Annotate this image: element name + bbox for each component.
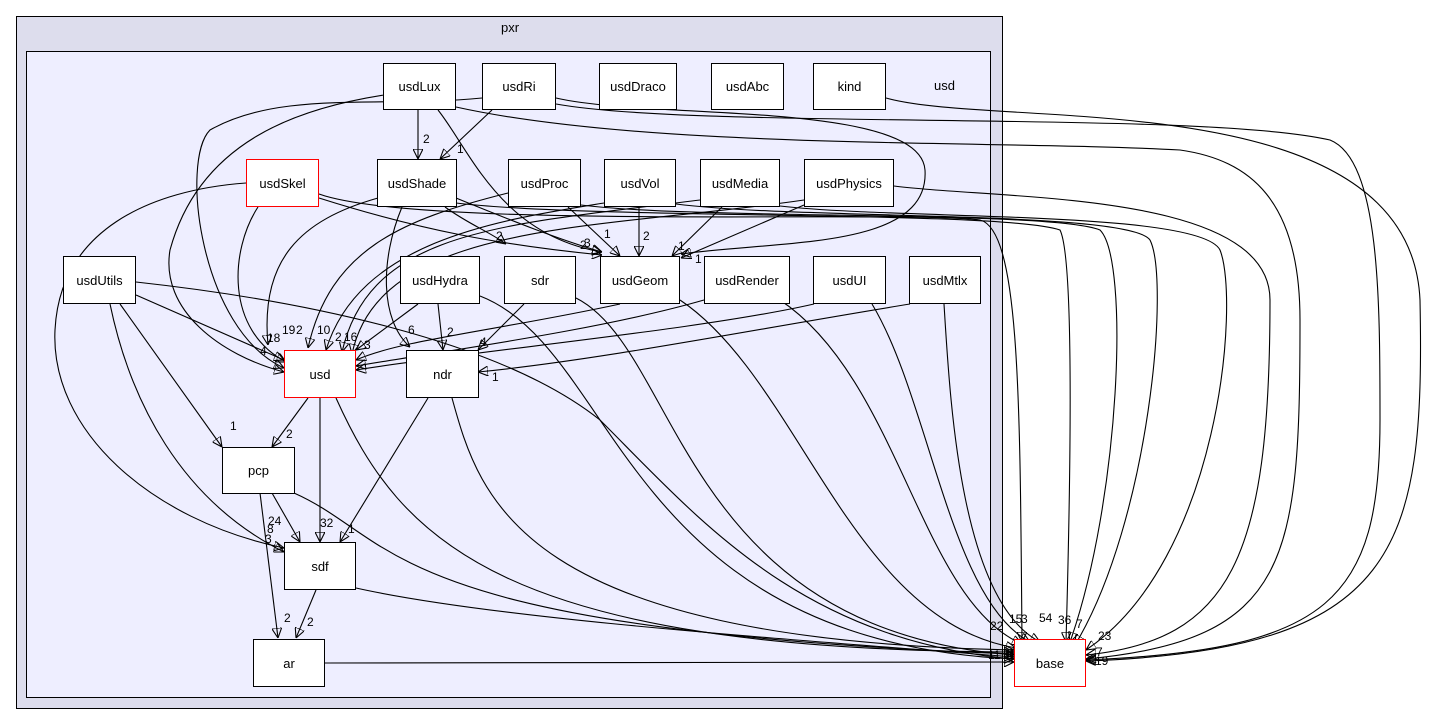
node-usdHydra[interactable]: usdHydra: [400, 256, 480, 304]
usd-cluster-label: usd: [934, 78, 955, 93]
node-usdPhysics[interactable]: usdPhysics: [804, 159, 894, 207]
node-usdUtils[interactable]: usdUtils: [63, 256, 136, 304]
node-usdProc[interactable]: usdProc: [508, 159, 581, 207]
edge-label: 15: [1009, 612, 1023, 626]
node-usd[interactable]: usd: [284, 350, 356, 398]
node-kind[interactable]: kind: [813, 63, 886, 110]
node-usdRender[interactable]: usdRender: [704, 256, 790, 304]
node-ar[interactable]: ar: [253, 639, 325, 687]
node-usdUI[interactable]: usdUI: [813, 256, 886, 304]
edge-label: 54: [1039, 611, 1053, 625]
pxr-cluster-label: pxr: [501, 20, 520, 35]
node-usdGeom[interactable]: usdGeom: [600, 256, 680, 304]
edge-label: 36: [1058, 613, 1072, 627]
edge-label: 3: [1021, 612, 1028, 626]
usd-cluster: usd: [26, 51, 991, 698]
node-usdVol[interactable]: usdVol: [604, 159, 676, 207]
node-sdr[interactable]: sdr: [504, 256, 576, 304]
node-usdAbc[interactable]: usdAbc: [711, 63, 784, 110]
node-usdMtlx[interactable]: usdMtlx: [909, 256, 981, 304]
node-pcp[interactable]: pcp: [222, 447, 295, 494]
node-usdLux[interactable]: usdLux: [383, 63, 456, 110]
node-usdRi[interactable]: usdRi: [482, 63, 556, 110]
node-base[interactable]: base: [1014, 639, 1086, 687]
node-usdShade[interactable]: usdShade: [377, 159, 457, 207]
node-usdMedia[interactable]: usdMedia: [700, 159, 780, 207]
edge-label: 23: [1098, 629, 1112, 643]
node-usdDraco[interactable]: usdDraco: [599, 63, 677, 110]
edge-label: 7: [1076, 617, 1083, 631]
node-ndr[interactable]: ndr: [406, 350, 479, 398]
node-sdf[interactable]: sdf: [284, 542, 356, 590]
edge-label: 19: [1095, 654, 1109, 668]
node-usdSkel[interactable]: usdSkel: [246, 159, 319, 207]
edge-label: 7: [1096, 645, 1103, 659]
